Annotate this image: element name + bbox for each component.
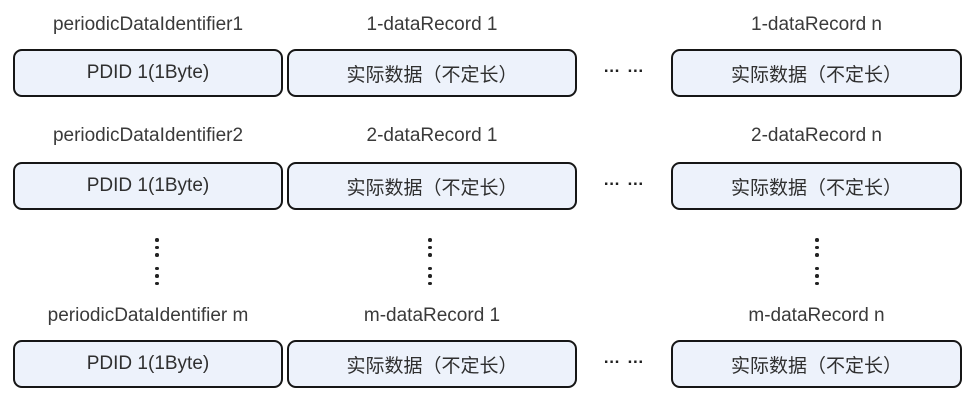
dot <box>155 238 159 242</box>
dot <box>428 245 432 249</box>
dot <box>155 266 159 270</box>
dot <box>155 274 159 278</box>
ellipsis-text: … … <box>603 170 645 189</box>
horizontal-ellipsis-icon: … … <box>577 49 671 97</box>
ellipsis-text: … … <box>603 348 645 367</box>
record-first-label-2: 2-dataRecord 1 <box>366 125 498 146</box>
data-record-box-1-last: 实际数据（不定长） <box>671 49 962 97</box>
dot <box>428 281 432 285</box>
pdid-box-2: PDID 1(1Byte) <box>13 162 283 210</box>
record-last-label-1: 1-dataRecord n <box>751 14 882 35</box>
dot <box>815 238 819 242</box>
dot <box>815 245 819 249</box>
dot <box>428 266 432 270</box>
vertical-ellipsis-icon <box>815 238 819 285</box>
identifier-label-1: periodicDataIdentifier1 <box>52 14 244 35</box>
horizontal-ellipsis-icon: … … <box>577 340 671 388</box>
dot <box>428 238 432 242</box>
dot <box>155 281 159 285</box>
data-record-box-m-last: 实际数据（不定长） <box>671 340 962 388</box>
data-record-box-2-last: 实际数据（不定长） <box>671 162 962 210</box>
identifier-label-m: periodicDataIdentifier m <box>47 305 249 326</box>
dot <box>155 245 159 249</box>
horizontal-ellipsis-icon: … … <box>577 162 671 210</box>
data-record-box-2-first: 实际数据（不定长） <box>287 162 577 210</box>
identifier-label-2: periodicDataIdentifier2 <box>52 125 244 146</box>
vertical-ellipsis-icon <box>428 238 432 285</box>
dot <box>815 274 819 278</box>
dot <box>815 253 819 257</box>
pdid-box-1: PDID 1(1Byte) <box>13 49 283 97</box>
record-last-label-m: m-dataRecord n <box>748 305 885 326</box>
pdid-box-m: PDID 1(1Byte) <box>13 340 283 388</box>
vertical-ellipsis-icon <box>155 238 159 285</box>
data-record-box-1-first: 实际数据（不定长） <box>287 49 577 97</box>
data-record-box-m-first: 实际数据（不定长） <box>287 340 577 388</box>
dot <box>428 274 432 278</box>
record-first-label-m: m-dataRecord 1 <box>363 305 501 326</box>
record-first-label-1: 1-dataRecord 1 <box>366 14 498 35</box>
ellipsis-text: … … <box>603 57 645 76</box>
dot <box>815 266 819 270</box>
dot <box>815 281 819 285</box>
dot <box>155 253 159 257</box>
dot <box>428 253 432 257</box>
record-last-label-2: 2-dataRecord n <box>751 125 882 146</box>
